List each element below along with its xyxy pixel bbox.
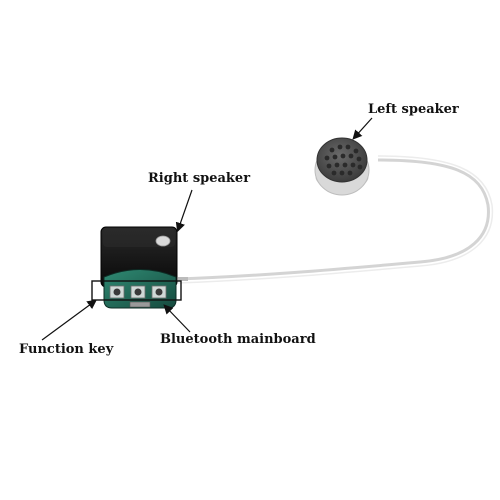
speaker-grille	[316, 137, 368, 183]
bluetooth-mainboard-label: Bluetooth mainboard	[160, 332, 316, 347]
right-speaker-module	[91, 226, 182, 309]
arrow-bluetooth-mainboard	[163, 304, 191, 333]
left-speaker-label: Left speaker	[368, 102, 459, 117]
arrow-right-speaker	[175, 189, 193, 233]
arrow-function-key	[41, 299, 97, 341]
left-speaker	[314, 137, 370, 196]
bluetooth-mainboard-pcb	[103, 269, 177, 309]
function-key-highlight	[91, 280, 182, 301]
speaker-cable	[177, 155, 494, 284]
function-key-label: Function key	[19, 342, 114, 357]
right-speaker-label: Right speaker	[148, 171, 251, 186]
grille-holes	[324, 144, 363, 176]
arrow-left-speaker	[352, 117, 373, 140]
leader-arrows	[41, 117, 373, 341]
module-sticker	[155, 235, 171, 247]
